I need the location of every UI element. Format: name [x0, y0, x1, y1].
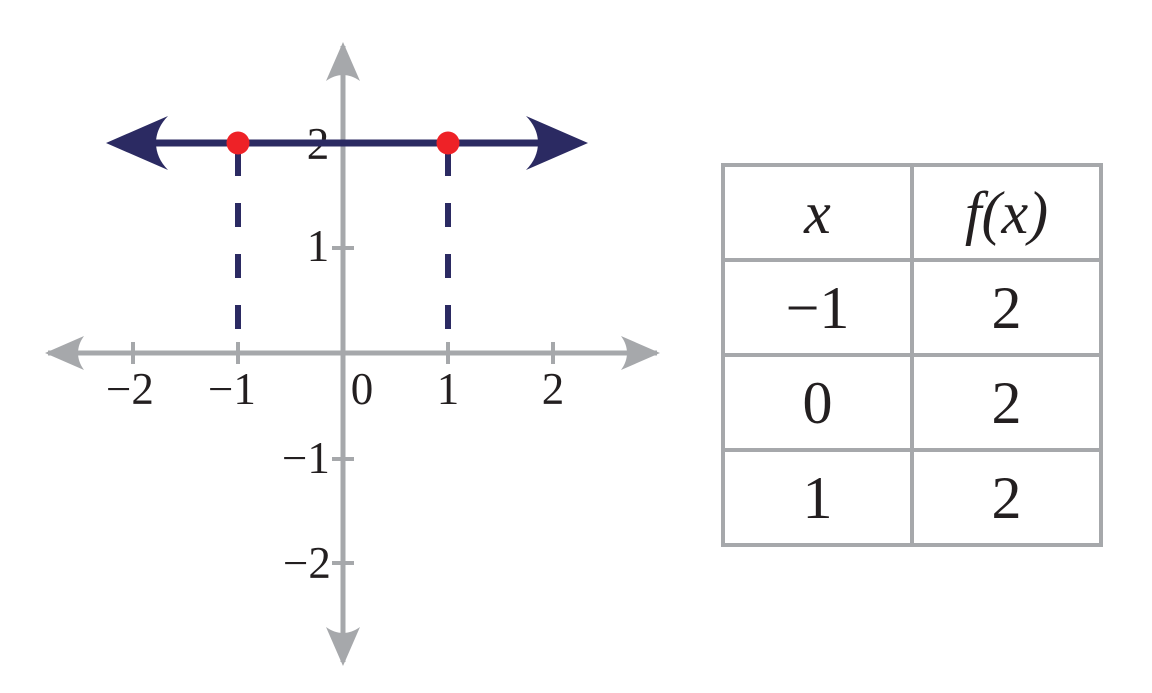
- x-axis-left-arrow-icon: [45, 336, 84, 370]
- function-line-right-arrow-icon: [526, 116, 588, 170]
- x-tick-label: −2: [106, 364, 154, 414]
- x-tick-label: 2: [542, 364, 565, 414]
- y-tick-label: 1: [307, 221, 330, 271]
- table-row: 1 2: [721, 448, 1103, 547]
- table-header-row: x f(x): [721, 163, 1103, 262]
- cell-x: 1: [721, 448, 914, 547]
- cell-x: −1: [721, 258, 914, 357]
- point-positive-1-2: [436, 131, 460, 155]
- y-tick-label: −2: [283, 538, 331, 588]
- x-tick-label: 0: [351, 364, 374, 414]
- x-axis-tick-labels: −2 −1 0 1 2: [106, 364, 564, 414]
- column-header-x: x: [721, 163, 914, 262]
- cell-fx: 2: [910, 448, 1103, 547]
- cell-fx: 2: [910, 258, 1103, 357]
- cell-fx: 2: [910, 353, 1103, 452]
- y-axis-down-arrow-icon: [326, 627, 360, 666]
- x-tick-label: −1: [208, 364, 256, 414]
- x-axis-right-arrow-icon: [621, 336, 660, 370]
- x-axis-ticks: [131, 342, 555, 364]
- y-tick-label: −1: [282, 433, 330, 483]
- cell-x: 0: [721, 353, 914, 452]
- table-row: −1 2: [721, 258, 1103, 357]
- function-line-left-arrow-icon: [106, 116, 168, 170]
- y-axis-up-arrow-icon: [326, 42, 360, 81]
- table-row: 0 2: [721, 353, 1103, 452]
- column-header-fx: f(x): [910, 163, 1103, 262]
- function-value-table: x f(x) −1 2 0 2 1 2: [721, 163, 1103, 547]
- x-tick-label: 1: [437, 364, 460, 414]
- point-negative-1-2: [226, 131, 250, 155]
- coordinate-plane: −2 −1 0 1 2 2 1 −1 −2: [45, 42, 660, 666]
- y-axis-tick-labels: 2 1 −1 −2: [282, 119, 331, 588]
